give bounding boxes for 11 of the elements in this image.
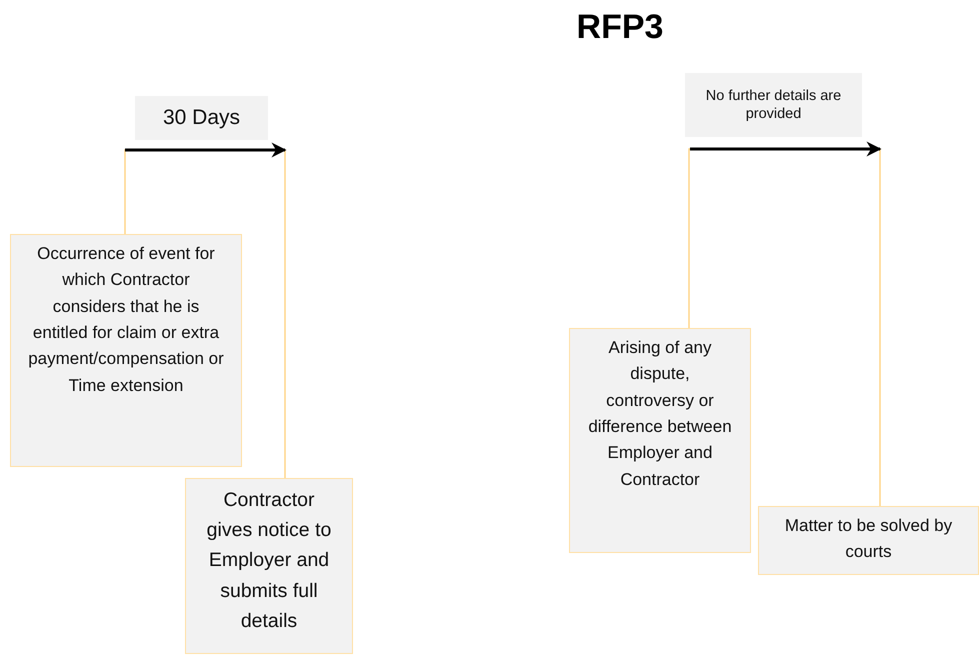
event-box: [569, 328, 751, 553]
event-text: Matter to be solved by courts: [784, 515, 954, 564]
event-box: [758, 506, 979, 575]
event-box: [10, 234, 242, 467]
duration-label: No further details are provided: [685, 73, 862, 137]
event-text: Contractor gives notice to Employer and submits full details: [206, 488, 332, 634]
event-box: [185, 478, 353, 654]
duration-label: 30 Days: [135, 96, 268, 140]
event-text: Arising of any dispute, controversy or difference between Employer and Contractor: [587, 337, 733, 491]
event-text: Occurrence of event for which Contractor considers that he is entitled for claim or extra payment/compensation or Time extension: [27, 243, 225, 397]
diagram-title: RFP3: [576, 8, 664, 47]
